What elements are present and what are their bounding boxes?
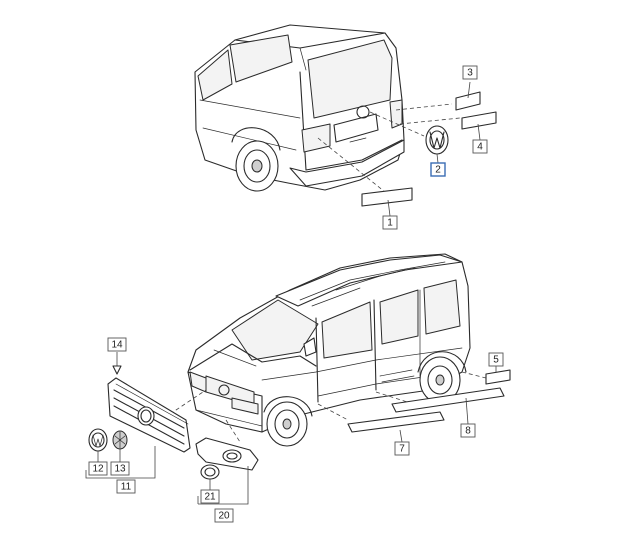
callout-2[interactable]: 2 [430, 162, 446, 177]
van-front-view [187, 253, 471, 447]
callout-1-label: 1 [387, 218, 393, 229]
callout-2-label: 2 [435, 165, 441, 176]
callout-8[interactable]: 8 [460, 423, 476, 438]
callout-5-label: 5 [493, 355, 499, 366]
callout-11[interactable]: 11 [116, 479, 136, 494]
callout-3-label: 3 [467, 68, 473, 79]
callout-13[interactable]: 13 [110, 461, 130, 476]
part-8-sill-strip [391, 387, 505, 413]
fog-light-trim [195, 419, 259, 505]
callout-3[interactable]: 3 [462, 65, 478, 80]
bottom-side-parts [317, 366, 511, 443]
part-7-sill-strip [347, 411, 445, 433]
callout-12[interactable]: 12 [88, 461, 108, 476]
callout-14[interactable]: 14 [107, 337, 127, 352]
callout-14-label: 14 [111, 340, 123, 351]
part-5-strip [485, 369, 511, 385]
callout-20[interactable]: 20 [214, 508, 234, 523]
callout-8-label: 8 [465, 426, 471, 437]
callout-7[interactable]: 7 [394, 441, 410, 456]
callout-13-label: 13 [114, 464, 126, 475]
van-rear-view [194, 24, 405, 192]
grille-assembly [85, 352, 207, 479]
callout-12-label: 12 [92, 464, 104, 475]
callouts: 1 2 3 4 5 7 8 11 12 13 14 20 21 [88, 65, 504, 523]
callout-20-label: 20 [218, 511, 230, 522]
top-parts [317, 81, 497, 217]
part-1-strip [361, 187, 413, 207]
callout-21[interactable]: 21 [200, 489, 220, 504]
callout-21-label: 21 [204, 492, 216, 503]
callout-4-label: 4 [477, 142, 483, 153]
callout-7-label: 7 [399, 444, 405, 455]
part-2-emblem [425, 125, 449, 155]
callout-4[interactable]: 4 [472, 139, 488, 154]
callout-1[interactable]: 1 [382, 215, 398, 230]
part-4-strip [461, 111, 497, 130]
part-21-ring [200, 464, 220, 480]
part-3-strip [455, 91, 481, 111]
callout-5[interactable]: 5 [488, 352, 504, 367]
callout-11-label: 11 [121, 482, 132, 493]
